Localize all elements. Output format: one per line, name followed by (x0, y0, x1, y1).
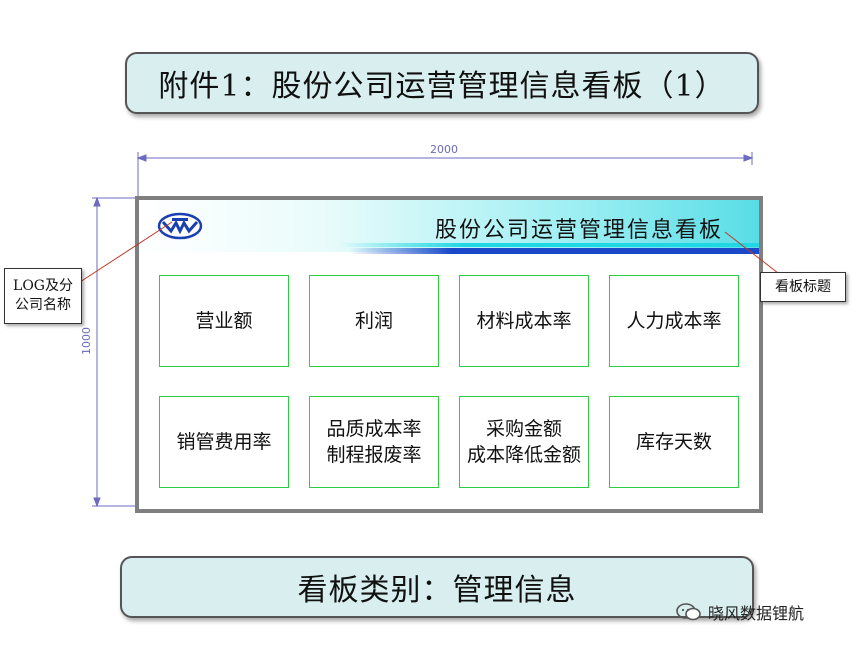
watermark-text: 晓风数据锂航 (708, 604, 805, 623)
cell-labor-cost-rate: 人力成本率 (609, 275, 739, 367)
cell-inventory-days: 库存天数 (609, 396, 739, 488)
callout-line-right (724, 231, 779, 274)
cell-profit: 利润 (309, 275, 439, 367)
callout-board-title: 看板标题 (760, 272, 846, 302)
board-title: 股份公司运营管理信息看板 (434, 218, 723, 243)
wechat-icon (676, 603, 701, 621)
dimension-width-label: 2000 (430, 143, 458, 156)
watermark: 晓风数据锂航 (676, 600, 804, 624)
header-stripe-blue (349, 248, 759, 254)
cell-sales-admin-expense-rate: 销管费用率 (159, 396, 289, 488)
cell-revenue: 营业额 (159, 275, 289, 367)
cell-material-cost-rate: 材料成本率 (459, 275, 589, 367)
header-stripe-cyan (339, 243, 759, 247)
callout-line-left (79, 221, 173, 283)
dashboard-board: 股份公司运营管理信息看板 营业额 利润 材料成本率 人力成本率 销管费用率 品质… (135, 196, 763, 513)
page-title: 附件1：股份公司运营管理信息看板（1） (125, 52, 759, 114)
board-category: 看板类别：管理信息 (120, 556, 754, 618)
company-logo-icon (157, 212, 203, 240)
callout-logo-company-name: LOG及分 公司名称 (4, 268, 82, 324)
cell-purchase-cost-reduction: 采购金额 成本降低金额 (459, 396, 589, 488)
cell-quality-cost-scrap-rate: 品质成本率 制程报废率 (309, 396, 439, 488)
